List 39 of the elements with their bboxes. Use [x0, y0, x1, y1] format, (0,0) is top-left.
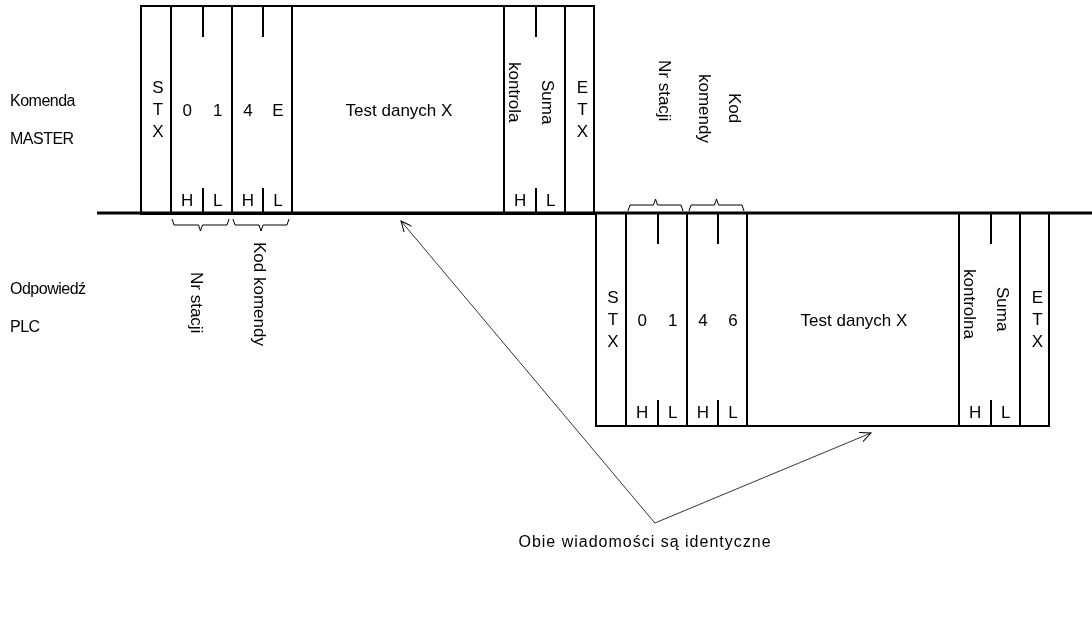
byte-label: L — [546, 192, 556, 209]
field-name-label: Kod komendy — [250, 242, 268, 346]
byte-label: L — [273, 192, 283, 209]
field-text: Test danych X — [800, 311, 908, 328]
field-text: Suma — [538, 80, 557, 125]
field-name-label: Kod komendy — [693, 72, 746, 145]
note-text: Obie wiadomości są identyczne — [500, 533, 790, 551]
field-text: 1 — [213, 101, 223, 119]
field-text: Test danych X — [345, 101, 453, 119]
field-text: STX — [606, 286, 620, 353]
byte-label: L — [668, 404, 678, 421]
field-text: 1 — [668, 311, 678, 328]
byte-label: L — [213, 192, 223, 209]
field-text: E — [272, 101, 284, 119]
field-text: 0 — [182, 101, 192, 119]
byte-label: H — [969, 404, 982, 421]
row-label: Komenda MASTER — [10, 91, 77, 149]
field-text: 6 — [728, 311, 738, 328]
byte-label: H — [241, 192, 255, 209]
byte-label: H — [514, 192, 527, 209]
byte-label: H — [636, 404, 649, 421]
field-text: kontrolna — [960, 269, 978, 339]
frame-box — [140, 5, 595, 215]
byte-label: L — [728, 404, 738, 421]
field-text: 0 — [637, 311, 647, 328]
field-name-label: Nr stacji — [187, 272, 205, 334]
field-text: ETX — [1030, 286, 1044, 353]
row-label: Odpowiedź PLC — [10, 279, 87, 337]
field-text: 4 — [243, 101, 253, 119]
field-text: kontrola — [505, 62, 523, 123]
byte-label: H — [696, 404, 710, 421]
byte-label: L — [1001, 404, 1011, 421]
field-name-label: Nr stacji — [655, 60, 673, 122]
field-text: 4 — [698, 311, 708, 328]
frame-box — [595, 212, 1050, 427]
field-text: ETX — [575, 76, 589, 144]
field-text: STX — [151, 76, 165, 144]
field-text: Suma — [993, 287, 1012, 332]
byte-label: H — [181, 192, 194, 209]
